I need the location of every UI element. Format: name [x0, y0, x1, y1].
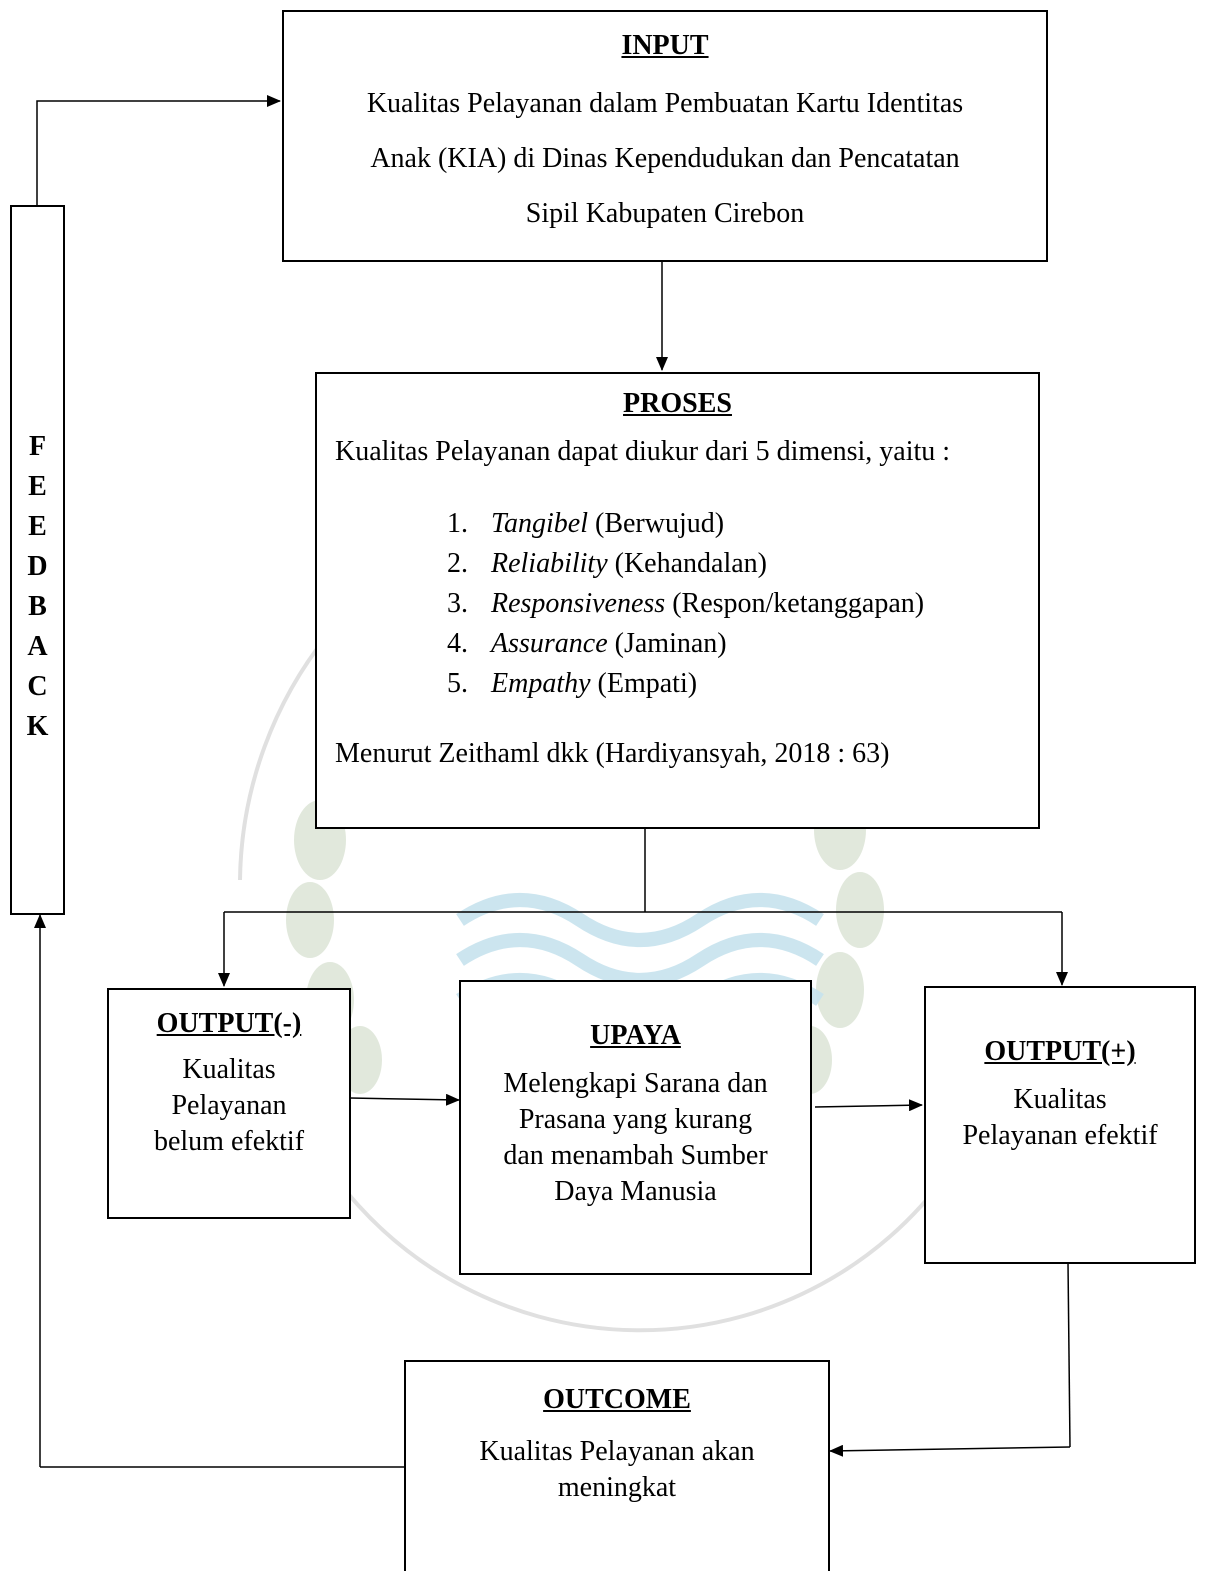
dimension-desc: (Jaminan) — [614, 628, 727, 659]
dimension-item: 4. Assurance (Jaminan) — [447, 624, 1038, 664]
feedback-letter: F — [28, 431, 47, 462]
feedback-letter: E — [28, 511, 47, 542]
proses-box: PROSES Kualitas Pelayanan dapat diukur d… — [315, 372, 1040, 829]
feedback-letter: E — [28, 471, 47, 502]
outcome-box: OUTCOME Kualitas Pelayanan akan meningka… — [404, 1360, 830, 1571]
input-text: Kualitas Pelayanan dalam Pembuatan Kartu… — [284, 76, 1046, 241]
output-negative-title: OUTPUT(-) — [156, 1008, 302, 1039]
output-negative-text: Kualitas Pelayanan belum efektif — [109, 1052, 349, 1160]
outcome-line: meningkat — [557, 1472, 677, 1503]
feedback-box: F E E D B A C K — [10, 205, 65, 915]
input-line: Anak (KIA) di Dinas Kependudukan dan Pen… — [370, 143, 960, 174]
upaya-line: Melengkapi Sarana dan — [503, 1068, 768, 1099]
dimension-number: 2. — [447, 548, 468, 579]
dimension-desc: (Berwujud) — [595, 508, 725, 539]
dimension-number: 3. — [447, 588, 468, 619]
dimension-desc: (Respon/ketanggapan) — [672, 588, 925, 619]
feedback-letter: B — [28, 591, 47, 622]
upaya-box: UPAYA Melengkapi Sarana dan Prasana yang… — [459, 980, 812, 1275]
upaya-line: Daya Manusia — [554, 1176, 717, 1207]
proses-intro: Kualitas Pelayanan dapat diukur dari 5 d… — [335, 436, 951, 467]
feedback-letter: A — [27, 631, 48, 662]
output-positive-title: OUTPUT(+) — [984, 1036, 1136, 1067]
proses-title: PROSES — [623, 388, 732, 419]
feedback-letter: D — [27, 551, 48, 582]
output-positive-line: Pelayanan efektif — [962, 1120, 1158, 1151]
dimension-term: Reliability — [491, 548, 608, 579]
dimension-term: Responsiveness — [491, 588, 666, 619]
dimension-desc: (Kehandalan) — [614, 548, 767, 579]
input-line: Kualitas Pelayanan dalam Pembuatan Kartu… — [366, 88, 964, 119]
dimension-term: Tangibel — [491, 508, 588, 539]
outcome-title: OUTCOME — [543, 1384, 691, 1415]
input-line: Sipil Kabupaten Cirebon — [525, 198, 805, 229]
proses-source: Menurut Zeithaml dkk (Hardiyansyah, 2018… — [335, 738, 890, 769]
feedback-label: F E E D B A C K — [12, 427, 63, 747]
outcome-line: Kualitas Pelayanan akan — [479, 1436, 755, 1467]
output-positive-text: Kualitas Pelayanan efektif — [926, 1082, 1194, 1154]
dimension-list: 1. Tangibel (Berwujud) 2. Reliability (Keh… — [447, 504, 1038, 704]
arrow-feedback-to-input — [36, 95, 281, 206]
upaya-text: Melengkapi Sarana dan Prasana yang kuran… — [461, 1066, 810, 1210]
input-box: INPUT Kualitas Pelayanan dalam Pembuatan… — [282, 10, 1048, 262]
output-negative-line: belum efektif — [153, 1126, 305, 1157]
output-negative-line: Pelayanan — [171, 1090, 287, 1121]
output-positive-line: Kualitas — [1013, 1084, 1107, 1115]
upaya-title: UPAYA — [590, 1020, 681, 1051]
dimension-number: 4. — [447, 628, 468, 659]
upaya-line: Prasana yang kurang — [518, 1104, 753, 1135]
line-output-pos-down — [1067, 1262, 1071, 1448]
arrow-to-outcome — [829, 1444, 1071, 1457]
feedback-letter: C — [27, 671, 48, 702]
dimension-item: 1. Tangibel (Berwujud) — [447, 504, 1038, 544]
dimension-item: 3. Responsiveness (Respon/ketanggapan) — [447, 584, 1038, 624]
feedback-letter: K — [26, 711, 49, 742]
dimension-item: 2. Reliability (Kehandalan) — [447, 544, 1038, 584]
output-negative-box: OUTPUT(-) Kualitas Pelayanan belum efekt… — [107, 988, 351, 1219]
dimension-desc: (Empati) — [597, 668, 698, 699]
arrow-upaya-to-output-pos — [814, 1099, 923, 1112]
dimension-number: 5. — [447, 668, 468, 699]
dimension-number: 1. — [447, 508, 468, 539]
output-positive-box: OUTPUT(+) Kualitas Pelayanan efektif — [924, 986, 1196, 1264]
dimension-term: Empathy — [491, 668, 591, 699]
output-negative-line: Kualitas — [182, 1054, 276, 1085]
input-title: INPUT — [621, 30, 709, 61]
upaya-line: dan menambah Sumber — [503, 1140, 768, 1171]
outcome-text: Kualitas Pelayanan akan meningkat — [406, 1434, 828, 1506]
arrow-output-neg-to-upaya — [349, 1093, 460, 1106]
dimension-item: 5. Empathy (Empati) — [447, 664, 1038, 704]
dimension-term: Assurance — [491, 628, 608, 659]
